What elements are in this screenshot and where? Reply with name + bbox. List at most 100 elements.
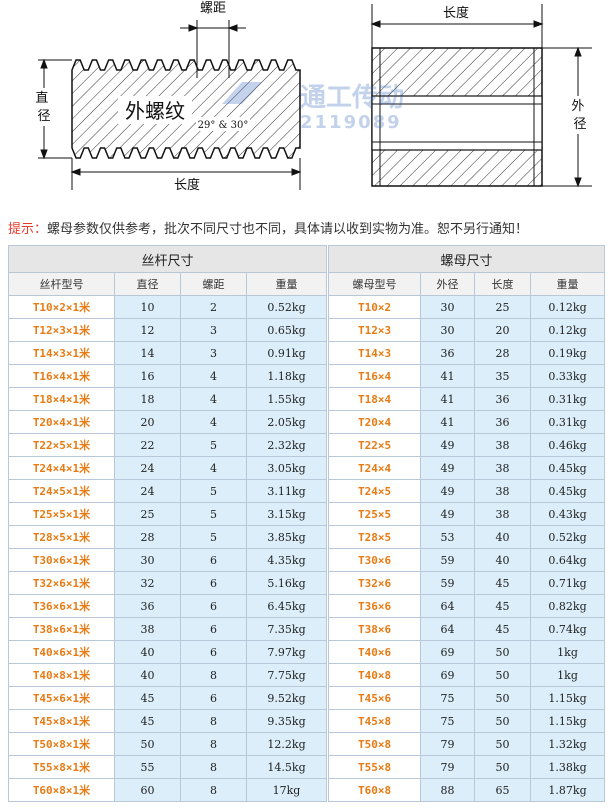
outer-diameter-cell: 49 xyxy=(420,502,476,526)
nut-model-cell: T36×6 xyxy=(328,594,422,618)
nut-weight-cell: 0.45kg xyxy=(530,479,606,503)
length-cell: 50 xyxy=(474,640,532,664)
nut-model-cell: T24×5 xyxy=(328,479,422,503)
diameter-cell: 20 xyxy=(114,410,181,434)
screw-weight-cell: 3.05kg xyxy=(245,456,328,480)
diameter-cell: 28 xyxy=(114,525,181,549)
nut-model-cell: T40×6 xyxy=(328,640,422,664)
pitch-cell: 6 xyxy=(180,686,247,710)
pitch-cell: 8 xyxy=(180,709,247,733)
col-length: 长度 xyxy=(474,272,532,296)
pitch-cell: 6 xyxy=(180,571,247,595)
length-cell: 45 xyxy=(474,594,532,618)
screw-weight-cell: 4.35kg xyxy=(245,548,328,572)
screw-weight-cell: 3.85kg xyxy=(245,525,328,549)
nut-weight-cell: 0.19kg xyxy=(530,341,606,365)
outer-diameter-cell: 49 xyxy=(420,433,476,457)
screw-model-cell: T22×5×1米 xyxy=(8,433,115,457)
screw-weight-cell: 2.05kg xyxy=(245,410,328,434)
diameter-cell: 38 xyxy=(114,617,181,641)
diameter-cell: 60 xyxy=(114,778,181,802)
screw-model-cell: T36×6×1米 xyxy=(8,594,115,618)
screw-model-cell: T45×8×1米 xyxy=(8,709,115,733)
diameter-cell: 25 xyxy=(114,502,181,526)
outer-diameter-cell: 59 xyxy=(420,548,476,572)
diameter-cell: 14 xyxy=(114,341,181,365)
screw-group-header: 丝杆尺寸 xyxy=(7,245,328,273)
length-cell: 40 xyxy=(474,548,532,572)
diameter-label: 直 径 xyxy=(35,91,52,124)
nut-model-cell: T14×3 xyxy=(328,341,422,365)
nut-model-cell: T45×6 xyxy=(328,686,422,710)
pitch-cell: 8 xyxy=(180,755,247,779)
diameter-cell: 24 xyxy=(114,479,181,503)
diameter-cell: 32 xyxy=(114,571,181,595)
outer-diameter-label: 外 径 xyxy=(571,99,588,132)
nut-drawing xyxy=(371,47,543,187)
nut-weight-cell: 0.71kg xyxy=(530,571,606,595)
outer-diameter-cell: 41 xyxy=(420,364,476,388)
length-cell: 50 xyxy=(474,663,532,687)
nut-model-cell: T60×8 xyxy=(328,778,422,802)
screw-model-cell: T28×5×1米 xyxy=(8,525,115,549)
screw-length-dimension xyxy=(70,158,302,190)
length-cell: 38 xyxy=(474,502,532,526)
screw-model-cell: T14×3×1米 xyxy=(8,341,115,365)
nut-model-cell: T38×6 xyxy=(328,617,422,641)
nut-weight-cell: 1kg xyxy=(530,640,606,664)
screw-model-cell: T24×5×1米 xyxy=(8,479,115,503)
screw-model-cell: T30×6×1米 xyxy=(8,548,115,572)
pitch-cell: 4 xyxy=(180,456,247,480)
screw-weight-cell: 1.18kg xyxy=(245,364,328,388)
angle-label: 29° & 30° xyxy=(198,120,249,131)
screw-model-cell: T20×4×1米 xyxy=(8,410,115,434)
diameter-cell: 36 xyxy=(114,594,181,618)
length-cell: 36 xyxy=(474,410,532,434)
screw-weight-cell: 0.91kg xyxy=(245,341,328,365)
pitch-cell: 8 xyxy=(180,732,247,756)
screw-length-label: 长度 xyxy=(174,177,200,193)
svg-text:2119089: 2119089 xyxy=(300,112,402,133)
pitch-cell: 3 xyxy=(180,341,247,365)
outer-diameter-cell: 64 xyxy=(420,594,476,618)
screw-weight-cell: 3.11kg xyxy=(245,479,328,503)
screw-weight-cell: 14.5kg xyxy=(245,755,328,779)
diameter-cell: 16 xyxy=(114,364,181,388)
notice-text: 螺母参数仅供参考，批次不同尺寸也不同，具体请以收到实物为准。恕不另行通知！ xyxy=(47,222,529,237)
screw-weight-cell: 0.52kg xyxy=(245,295,328,319)
nut-weight-cell: 0.12kg xyxy=(530,295,606,319)
outer-diameter-cell: 64 xyxy=(420,617,476,641)
diameter-cell: 24 xyxy=(114,456,181,480)
nut-model-cell: T50×8 xyxy=(328,732,422,756)
outer-diameter-cell: 30 xyxy=(420,318,476,342)
nut-weight-cell: 1kg xyxy=(530,663,606,687)
diameter-cell: 30 xyxy=(114,548,181,572)
length-cell: 40 xyxy=(474,525,532,549)
length-cell: 65 xyxy=(474,778,532,802)
col-outer-diameter: 外径 xyxy=(420,272,476,296)
length-cell: 35 xyxy=(474,364,532,388)
screw-weight-cell: 1.55kg xyxy=(245,387,328,411)
length-cell: 36 xyxy=(474,387,532,411)
diameter-cell: 22 xyxy=(114,433,181,457)
nut-weight-cell: 0.31kg xyxy=(530,387,606,411)
pitch-cell: 6 xyxy=(180,548,247,572)
nut-model-cell: T24×4 xyxy=(328,456,422,480)
pitch-cell: 4 xyxy=(180,387,247,411)
nut-weight-cell: 0.33kg xyxy=(530,364,606,388)
screw-weight-cell: 5.16kg xyxy=(245,571,328,595)
outer-diameter-cell: 79 xyxy=(420,755,476,779)
nut-model-cell: T16×4 xyxy=(328,364,422,388)
notice-label: 提示： xyxy=(8,222,48,237)
screw-weight-cell: 0.65kg xyxy=(245,318,328,342)
nut-length-label: 长度 xyxy=(443,5,469,21)
